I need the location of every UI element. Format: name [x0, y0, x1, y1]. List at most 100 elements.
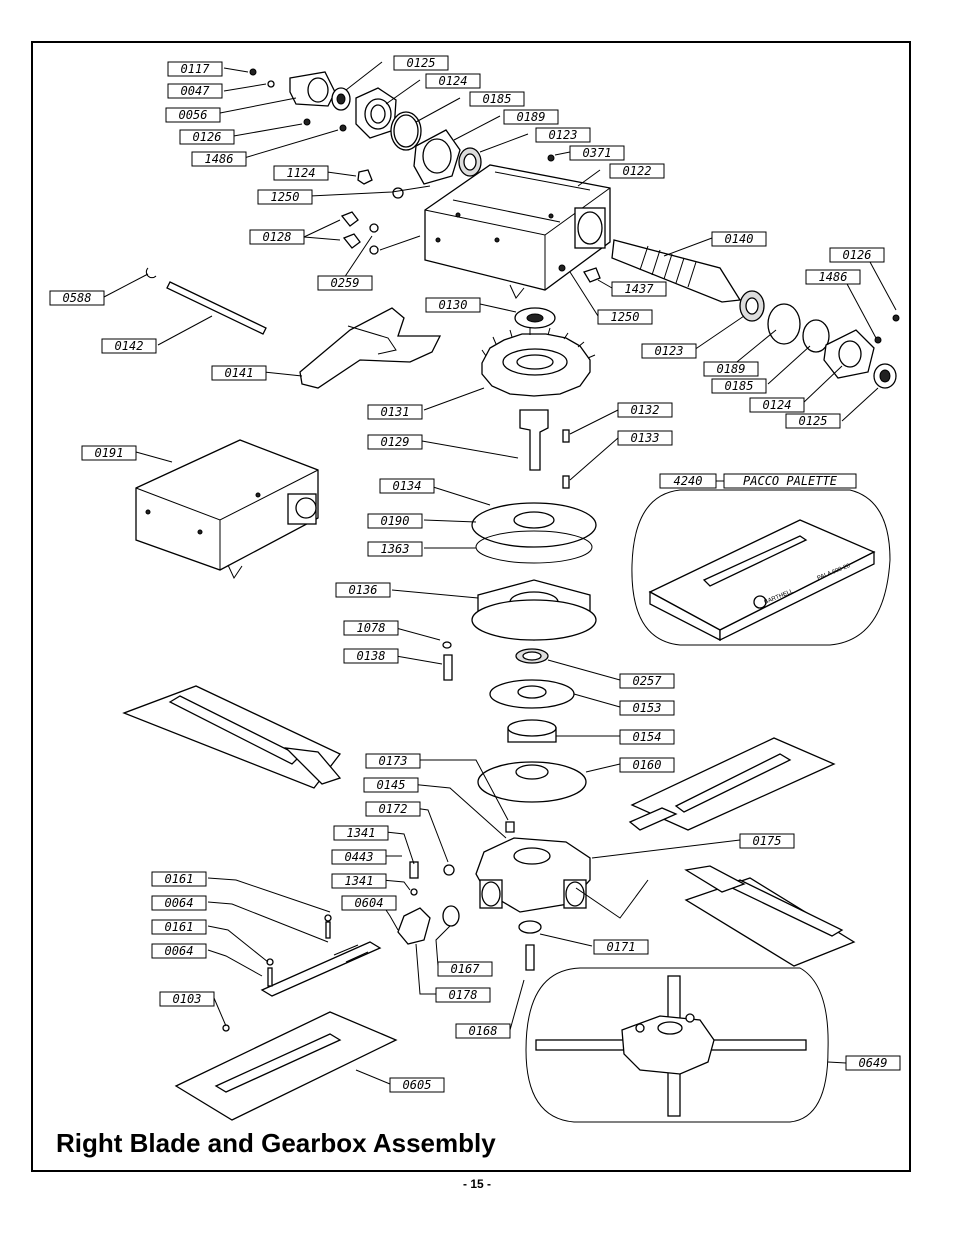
part-number-label: 0145 — [377, 778, 406, 792]
part-callout-1124: 1124 — [273, 165, 329, 181]
part-number-label: 0257 — [633, 674, 663, 688]
part-callout-1363: 1363 — [367, 541, 423, 557]
part-number-label: 1486 — [205, 152, 234, 166]
part-callout-0173: 0173 — [365, 753, 421, 769]
part-callout-0138: 0138 — [343, 648, 399, 664]
part-number-label: 0128 — [263, 230, 292, 244]
part-number-label: 0167 — [451, 962, 481, 976]
part-callout-0168: 0168 — [455, 1023, 511, 1039]
part-number-label: 0130 — [439, 298, 468, 312]
part-callout-0189: 0189 — [503, 109, 559, 125]
part-callout-0153: 0153 — [619, 700, 675, 716]
part-callout-0123: 0123 — [641, 343, 697, 359]
part-number-label: 0178 — [449, 988, 478, 1002]
part-callout-1341: 1341 — [331, 873, 387, 889]
part-number-label: 0126 — [193, 130, 222, 144]
part-callout-0160: 0160 — [619, 757, 675, 773]
part-callout-0161: 0161 — [151, 871, 207, 887]
part-callout-0154: 0154 — [619, 729, 675, 745]
part-number-label: 0259 — [331, 276, 360, 290]
leader-lines — [103, 61, 897, 1085]
part-number-label: 0124 — [763, 398, 792, 412]
part-callout-0130: 0130 — [425, 297, 481, 313]
part-callout-0185: 0185 — [469, 91, 525, 107]
part-number-label: 0125 — [407, 56, 436, 70]
part-callout-0588: 0588 — [49, 290, 105, 306]
part-callout-0064: 0064 — [151, 895, 207, 911]
part-callout-1250: 1250 — [257, 189, 313, 205]
part-number-label: 0185 — [483, 92, 512, 106]
part-number-label: 0123 — [655, 344, 684, 358]
part-number-label: 0189 — [717, 362, 746, 376]
part-number-label: 0129 — [381, 435, 410, 449]
gearbox-assembled-view — [135, 439, 319, 580]
part-callout-0191: 0191 — [81, 445, 137, 461]
part-number-label: 0172 — [379, 802, 408, 816]
part-callout-0171: 0171 — [593, 939, 649, 955]
page-title: Right Blade and Gearbox Assembly — [56, 1128, 496, 1158]
part-number-label: 0131 — [381, 405, 410, 419]
part-callout-0190: 0190 — [367, 513, 423, 529]
part-number-label: 0153 — [633, 701, 662, 715]
inset-pacco-palette: BARTHELL PALA 600-20 — [631, 489, 891, 646]
part-number-label: 1437 — [625, 282, 655, 296]
part-callout-0604: 0604 — [341, 895, 397, 911]
pacco-palette-callout: 4240 PACCO PALETTE — [659, 473, 857, 489]
part-number-label: 1078 — [357, 621, 386, 635]
part-number-label: 0133 — [631, 431, 660, 445]
part-callout-0103: 0103 — [159, 991, 215, 1007]
part-callout-0371: 0371 — [569, 145, 625, 161]
part-number-label: 0134 — [393, 479, 422, 493]
page-border — [31, 41, 911, 1172]
part-callout-0047: 0047 — [167, 83, 223, 99]
part-number-label: 0123 — [549, 128, 578, 142]
part-callout-0125: 0125 — [393, 55, 449, 71]
blade-lower-left — [174, 914, 398, 1121]
part-number-label: 0175 — [753, 834, 782, 848]
part-callout-0132: 0132 — [617, 402, 673, 418]
part-number-label: 0064 — [165, 944, 194, 958]
part-number-label: 0604 — [355, 896, 384, 910]
part-number-label: 0160 — [633, 758, 662, 772]
part-callout-0161: 0161 — [151, 919, 207, 935]
part-callout-0136: 0136 — [335, 582, 391, 598]
part-number-label: 0136 — [349, 583, 378, 597]
part-number-label: 0171 — [607, 940, 636, 954]
part-number-label: 0371 — [583, 146, 612, 160]
part-callout-0064: 0064 — [151, 943, 207, 959]
shaft-and-lever — [145, 267, 442, 389]
part-number-label: 0443 — [345, 850, 374, 864]
part-number-label: 0126 — [843, 248, 872, 262]
worm-shaft-assembly — [611, 239, 900, 389]
part-callout-0124: 0124 — [749, 397, 805, 413]
upper-flange-parts — [249, 68, 555, 199]
part-number-label: 0132 — [631, 403, 660, 417]
part-callout-1250: 1250 — [597, 309, 653, 325]
part-number-label: 0161 — [165, 872, 194, 886]
part-number-label: 0161 — [165, 920, 194, 934]
part-callout-0141: 0141 — [211, 365, 267, 381]
part-callout-0117: 0117 — [167, 61, 223, 77]
blade-upper-left — [122, 685, 342, 789]
part-callout-0140: 0140 — [711, 231, 767, 247]
part-number-label: 1486 — [819, 270, 848, 284]
part-callout-0443: 0443 — [331, 849, 387, 865]
part-number-label: 0649 — [859, 1056, 888, 1070]
gearbox-housing — [340, 164, 611, 299]
part-callout-0259: 0259 — [317, 275, 373, 291]
part-callout-0122: 0122 — [609, 163, 665, 179]
part-number-label: 0185 — [725, 379, 754, 393]
part-number-label: 0168 — [469, 1024, 498, 1038]
part-number-label: 0141 — [225, 366, 254, 380]
part-number-label: 1250 — [271, 190, 300, 204]
part-callout-0056: 0056 — [165, 107, 221, 123]
pacco-code: 4240 — [674, 474, 703, 488]
part-number-label: 0064 — [165, 896, 194, 910]
part-number-label: 0142 — [115, 339, 144, 353]
part-number-label: 1341 — [345, 874, 374, 888]
inset-blade-hub-assembled — [525, 967, 829, 1123]
part-callout-0175: 0175 — [739, 833, 795, 849]
part-callout-0133: 0133 — [617, 430, 673, 446]
part-callout-0185: 0185 — [711, 378, 767, 394]
